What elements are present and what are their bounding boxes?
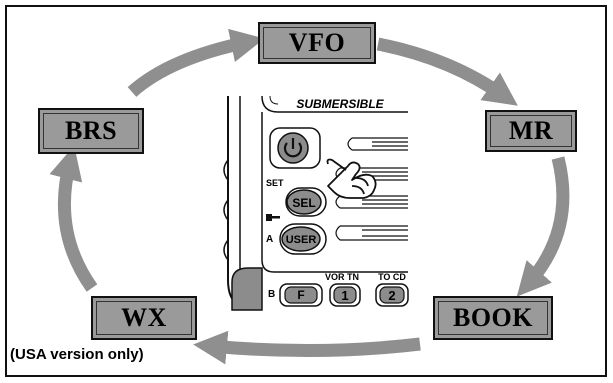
mode-label-vfo: VFO	[288, 28, 346, 57]
f-button[interactable]: F	[279, 283, 323, 307]
mode-box-mr: MR	[485, 110, 577, 152]
arrow-brs-to-vfo	[127, 28, 265, 97]
mode-box-book: BOOK	[433, 296, 553, 340]
label-a: A	[266, 234, 273, 245]
key-icon	[266, 214, 280, 221]
label-to-cd: TO CD	[378, 272, 406, 282]
mode-label-brs: BRS	[64, 116, 118, 145]
mode-label-mr: MR	[508, 116, 554, 145]
mode-label-book: BOOK	[452, 303, 533, 332]
mode-box-brs: BRS	[38, 108, 144, 154]
usa-version-note: (USA version only)	[10, 346, 144, 363]
key-1-label: 1	[341, 288, 348, 303]
outer-frame	[5, 5, 607, 377]
brand-text: SUBMERSIBLE	[296, 97, 384, 111]
cycle-arrows	[49, 28, 570, 365]
label-vor-tn: VOR TN	[325, 272, 359, 282]
label-b: B	[268, 289, 275, 300]
mode-label-wx: WX	[121, 303, 167, 332]
arrow-mr-to-book	[516, 156, 570, 297]
label-set: SET	[266, 178, 284, 188]
sel-button-label: SEL	[292, 196, 315, 210]
user-button-label: USER	[286, 234, 317, 246]
arrow-book-to-wx	[193, 330, 421, 365]
power-icon	[283, 138, 303, 158]
sel-button[interactable]: SEL	[285, 187, 327, 217]
f-button-label: F	[297, 288, 304, 302]
key-2-button[interactable]: 2	[375, 283, 409, 307]
mode-box-wx: WX	[91, 296, 197, 340]
pointing-hand-icon	[326, 158, 377, 199]
arrow-wx-to-brs	[49, 145, 98, 292]
key-1-button[interactable]: 1	[329, 283, 361, 307]
key-2-label: 2	[388, 288, 395, 303]
radio-illustration: SET SEL A USER VOR TN TO CD B	[212, 92, 409, 311]
user-button[interactable]: USER	[279, 223, 327, 255]
mode-box-vfo: VFO	[258, 22, 376, 64]
power-button[interactable]	[269, 127, 321, 169]
arrow-vfo-to-mr	[376, 37, 518, 106]
